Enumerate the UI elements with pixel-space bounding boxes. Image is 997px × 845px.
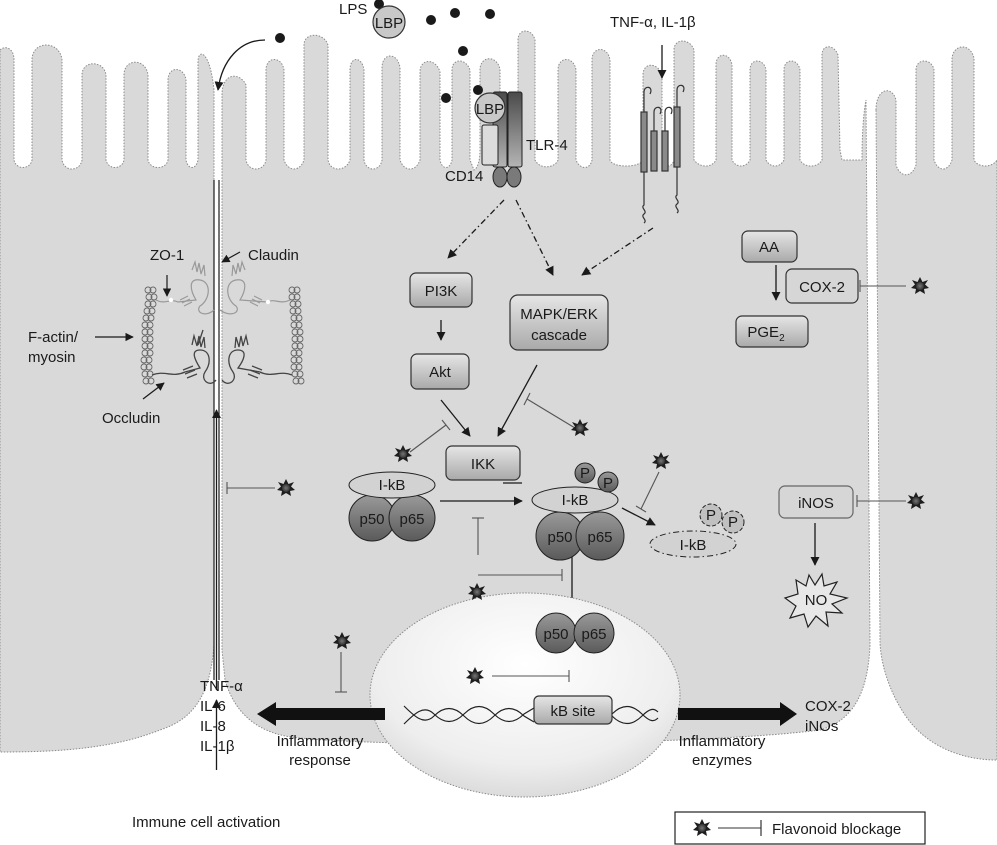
center-cell [221,30,871,745]
p50-phospho-label: p50 [547,529,572,546]
inflammatory-enzymes-label-1: Inflammatory [679,733,766,750]
ikb-degraded-label: I-kB [680,537,707,554]
inflammatory-enzymes-label-2: enzymes [692,752,752,769]
claudin-label: Claudin [248,247,299,264]
kb-site-label: kB site [550,703,595,720]
zo1-marker-left [168,297,174,303]
ikb-phospho-label: I-kB [562,492,589,509]
nucleus: p50 p65 kB site [369,592,681,798]
degraded-ikb: I-kB P P [649,503,745,558]
lbp-bound-label: LBP [476,101,504,118]
tlr4-label: TLR-4 [526,137,568,154]
cox2-label: COX-2 [799,279,845,296]
p65-phospho-label: p65 [587,529,612,546]
akt-label: Akt [429,364,452,381]
aa-box: AA [741,230,798,263]
akt-box: Akt [410,353,470,390]
lbp-free-label: LBP [375,15,403,32]
phospho-label-2: P [603,475,613,492]
paracellular-pathway [211,39,266,770]
no-label: NO [805,592,828,609]
no-burst: NO [783,572,849,629]
f-actin-left [140,286,158,385]
phospho-ikb-nfkb-complex: I-kB p50 p65 P P [531,462,625,561]
cytokine-out-2: IL-8 [200,718,226,735]
cytokine-out-3: IL-1β [200,738,235,755]
pge2-label: PGE2 [747,324,785,344]
kb-site-box [533,695,613,725]
occludin-protein [151,329,293,384]
cd14-label: CD14 [445,168,483,185]
inos-box: iNOS [778,485,854,519]
zo1-label: ZO-1 [150,247,184,264]
ikb-label: I-kB [379,477,406,494]
pge2-box: PGE2 [735,315,809,348]
legend-label: Flavonoid blockage [772,821,901,838]
cytokine-out-1: IL-6 [200,698,226,715]
inflammatory-response-label-2: response [289,752,351,769]
f-actin-label: F-actin/ [28,329,79,346]
cytokine-out-0: TNF-α [200,678,243,695]
myosin-label: myosin [28,349,76,366]
cd14-protein [481,124,499,166]
cytokines-in-label: TNF-α, IL-1β [610,14,696,31]
cascade-label: cascade [531,327,587,344]
nucleus-p65-label: p65 [581,626,606,643]
enzyme-out-0: COX-2 [805,698,851,715]
lps-entry-arrow [214,39,266,91]
legend: Flavonoid blockage [674,811,926,845]
inflammatory-response-arrow [257,702,385,726]
ikk-label: IKK [471,456,495,473]
p65-label: p65 [399,511,424,528]
mapk-label: MAPK/ERK [520,306,598,323]
right-cell [875,46,997,761]
immune-activation-label: Immune cell activation [132,814,280,831]
lps-label: LPS [339,1,367,18]
left-cell [0,44,215,753]
pi3k-box: PI3K [409,272,473,308]
inhibition-lines [226,280,906,693]
f-actin-right [288,286,305,385]
dna-helix [403,705,659,725]
phospho-label-1: P [580,465,590,482]
p50-label: p50 [359,511,384,528]
occludin-arrow [142,382,165,400]
enzyme-out-1: iNOs [805,718,838,735]
inflammatory-enzymes-arrow [678,702,797,726]
tight-junction [95,251,305,400]
ikb-nfkb-complex: I-kB p50 p65 [348,471,436,542]
lbp-free: LBP [372,5,406,39]
ikk-box: IKK [445,445,521,481]
claudin-arrow [221,251,241,263]
cox2-box: COX-2 [785,268,859,304]
inos-label: iNOS [798,495,834,512]
mapk-erk-box: MAPK/ERK cascade [509,294,609,351]
lps-particles [275,0,495,103]
tlr4-complex: LBP [474,91,523,188]
cytokine-receptors [640,84,685,224]
aa-label: AA [759,239,779,256]
phospho-degraded-1: P [706,507,716,524]
phospho-degraded-2: P [728,514,738,531]
occludin-label: Occludin [102,410,160,427]
inflammatory-response-label-1: Inflammatory [277,733,364,750]
pi3k-label: PI3K [425,283,458,300]
nucleus-p50-label: p50 [543,626,568,643]
zo1-marker-right [265,299,271,305]
